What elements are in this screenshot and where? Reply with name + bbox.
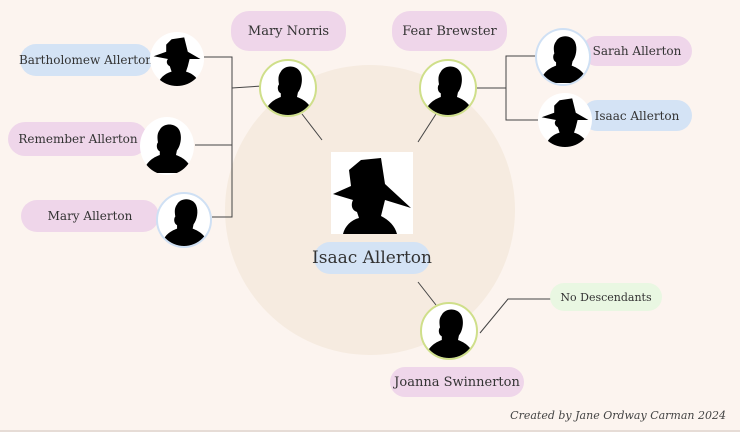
silhouette-icon[interactable] — [535, 28, 591, 86]
parent-mary-norris-label[interactable]: Mary Norris — [231, 11, 346, 51]
child-isaac-allerton-label[interactable]: Isaac Allerton — [582, 100, 692, 131]
silhouette-icon[interactable] — [140, 117, 194, 175]
spouse-joanna-swinnerton-label[interactable]: Joanna Swinnerton — [390, 367, 524, 397]
silhouette-icon[interactable] — [420, 302, 478, 360]
connector-left-mary — [212, 145, 233, 218]
bottom-divider — [0, 430, 740, 432]
connector-left-children — [204, 56, 263, 89]
main-person-name[interactable]: Isaac Allerton — [312, 242, 432, 274]
connector-right-isaac — [505, 88, 540, 121]
connector-main-to-spouse — [417, 281, 437, 306]
connector-main-to-mary-norris — [301, 113, 323, 141]
child-sarah-allerton-label[interactable]: Sarah Allerton — [582, 36, 692, 66]
main-person-photo[interactable] — [331, 152, 413, 234]
connector-spouse-to-descendants — [479, 298, 551, 334]
silhouette-hat-icon[interactable] — [150, 32, 204, 86]
silhouette-hat-icon[interactable] — [538, 93, 592, 147]
parent-fear-brewster-label[interactable]: Fear Brewster — [392, 11, 507, 51]
silhouette-hat-icon — [333, 158, 411, 234]
child-remember-allerton-label[interactable]: Remember Allerton — [8, 122, 148, 156]
silhouette-icon[interactable] — [156, 192, 212, 248]
connector-right-children — [476, 55, 536, 89]
no-descendants-badge: No Descendants — [550, 283, 662, 311]
child-mary-allerton-label[interactable]: Mary Allerton — [21, 200, 159, 232]
connector-left-remember — [195, 88, 233, 146]
child-bartholomew-allerton-label[interactable]: Bartholomew Allerton — [19, 44, 153, 76]
silhouette-icon[interactable] — [259, 59, 317, 117]
silhouette-icon[interactable] — [419, 59, 477, 117]
footer-credit: Created by Jane Ordway Carman 2024 — [510, 409, 726, 422]
connector-main-to-fear-brewster — [417, 113, 437, 143]
